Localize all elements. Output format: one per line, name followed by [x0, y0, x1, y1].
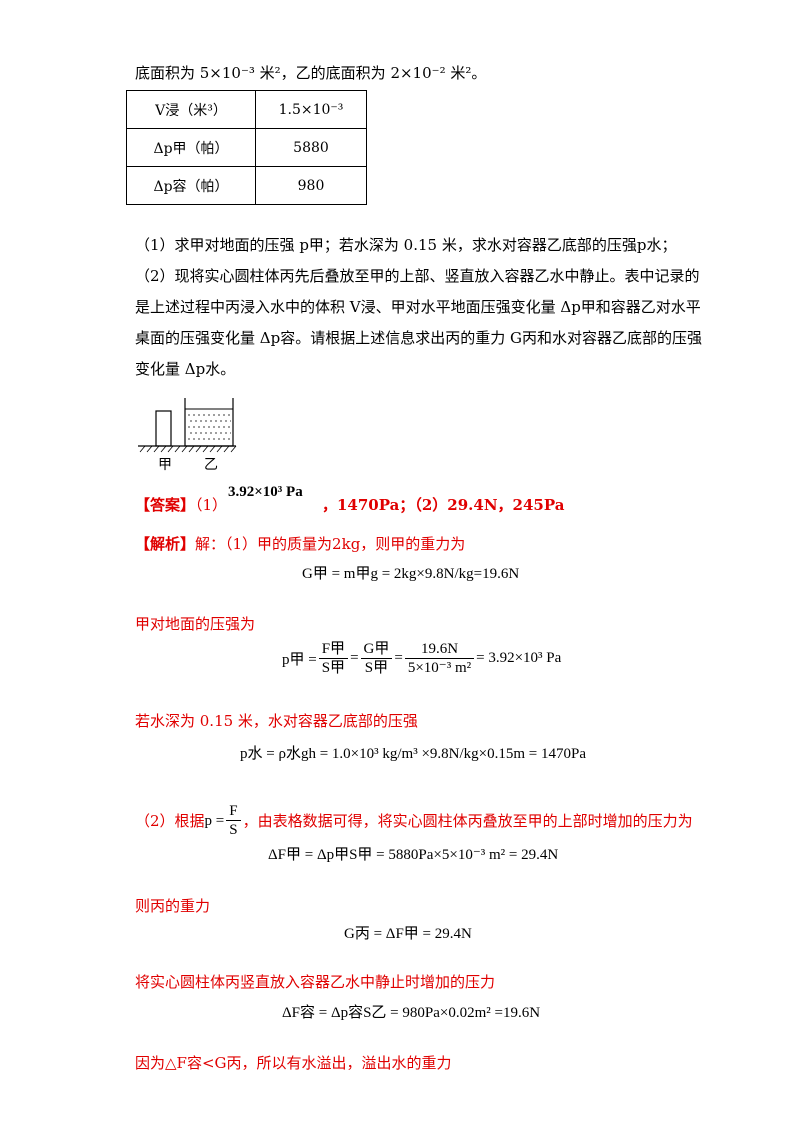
data-table: V浸（米³） 1.5×10⁻³ Δp甲（帕） 5880 Δp容（帕） 980: [126, 90, 367, 205]
equation-6: ΔF容 = Δp容S乙 = 980Pa×0.02m² =19.6N: [282, 1005, 541, 1021]
analysis-step-2: 甲对地面的压强为: [135, 615, 256, 633]
table-row: Δp容（帕） 980: [126, 166, 367, 205]
eq2-rhs: = 3.92×10³ Pa: [476, 650, 562, 666]
eq2-f2-num: G甲: [360, 640, 393, 659]
analysis-tag: 【解析】: [135, 535, 196, 553]
analysis-step-5: 则丙的重力: [135, 897, 211, 915]
question-2-line-3: 桌面的压强变化量 Δp容。请根据上述信息求出丙的重力 G丙和水对容器乙底部的压强: [135, 329, 702, 347]
table-row: Δp甲（帕） 5880: [126, 128, 367, 167]
question-1: （1）求甲对地面的压强 p甲；若水深为 0.15 米，求水对容器乙底部的压强p水…: [135, 236, 677, 254]
table-cell-label: V浸（米³）: [126, 90, 256, 129]
eq2-f1-den: S甲: [321, 660, 346, 676]
table-cell-label: Δp甲（帕）: [126, 128, 256, 167]
label-jia: 甲: [158, 457, 172, 473]
equation-5: G丙 = ΔF甲 = 29.4N: [344, 926, 472, 942]
question-2-line-4: 变化量 Δp水。: [135, 360, 236, 378]
intro-line: 底面积为 5×10⁻³ 米²，乙的底面积为 2×10⁻² 米²。: [135, 64, 487, 82]
water-pattern: [188, 414, 231, 440]
question-2-line-2: 是上述过程中丙浸入水中的体积 V浸、甲对水平地面压强变化量 Δp甲和容器乙对水平: [135, 298, 701, 316]
step4-formula-lhs: p =: [204, 812, 225, 829]
table-cell-value: 980: [255, 166, 367, 205]
block-jia: [155, 410, 172, 447]
eq2-eq-b: =: [394, 650, 403, 666]
analysis-step-3: 若水深为 0.15 米，水对容器乙底部的压强: [135, 712, 418, 730]
equation-3: p水 = ρ水gh = 1.0×10³ kg/m³ ×9.8N/kg×0.15m…: [240, 746, 586, 762]
answer-part-1: （1）: [195, 496, 228, 514]
physics-figure: 甲 乙: [130, 392, 240, 477]
analysis-intro: 【解析】解：（1）甲的质量为2kg，则甲的重力为: [135, 533, 465, 555]
analysis-step-7: 因为△F容<G丙，所以有水溢出，溢出水的重力: [135, 1054, 452, 1072]
answer-line: 【答案】（1）: [135, 494, 227, 516]
table-row: V浸（米³） 1.5×10⁻³: [126, 90, 367, 129]
eq2-lhs: p甲 =: [282, 652, 317, 668]
equation-1: G甲 = m甲g = 2kg×9.8N/kg=19.6N: [302, 566, 520, 582]
table-cell-value: 5880: [255, 128, 367, 167]
step4-suffix: ，由表格数据可得，将实心圆柱体丙叠放至甲的上部时增加的压力为: [242, 811, 693, 830]
table-cell-label: Δp容（帕）: [126, 166, 256, 205]
analysis-step-6: 将实心圆柱体丙竖直放入容器乙水中静止时增加的压力: [135, 973, 496, 991]
eq2-f2-den: S甲: [364, 660, 389, 676]
eq2-f3-den: 5×10⁻³ m²: [407, 660, 472, 676]
step4-f-den: S: [229, 822, 238, 838]
answer-tag: 【答案】: [135, 496, 196, 514]
equation-4: ΔF甲 = Δp甲S甲 = 5880Pa×5×10⁻³ m² = 29.4N: [268, 847, 559, 863]
eq2-f1-num: F甲: [318, 640, 349, 659]
step4-f-num: F: [226, 802, 241, 821]
answer-value-1: 3.92×10³ Pa: [228, 484, 303, 500]
answer-rest: ，1470Pa；（2）29.4N，245Pa: [322, 496, 565, 514]
table-cell-value: 1.5×10⁻³: [255, 90, 367, 129]
figure-svg: [138, 398, 237, 453]
step4-prefix: （2）根据: [135, 811, 205, 830]
question-2-line-1: （2）现将实心圆柱体丙先后叠放至甲的上部、竖直放入容器乙水中静止。表中记录的: [135, 267, 700, 285]
ground-hatch: [139, 445, 237, 453]
eq2-f3-num: 19.6N: [404, 640, 475, 659]
analysis-step-1: 解：（1）甲的质量为2kg，则甲的重力为: [195, 535, 466, 553]
eq2-eq-a: =: [350, 650, 359, 666]
label-yi: 乙: [204, 457, 218, 473]
